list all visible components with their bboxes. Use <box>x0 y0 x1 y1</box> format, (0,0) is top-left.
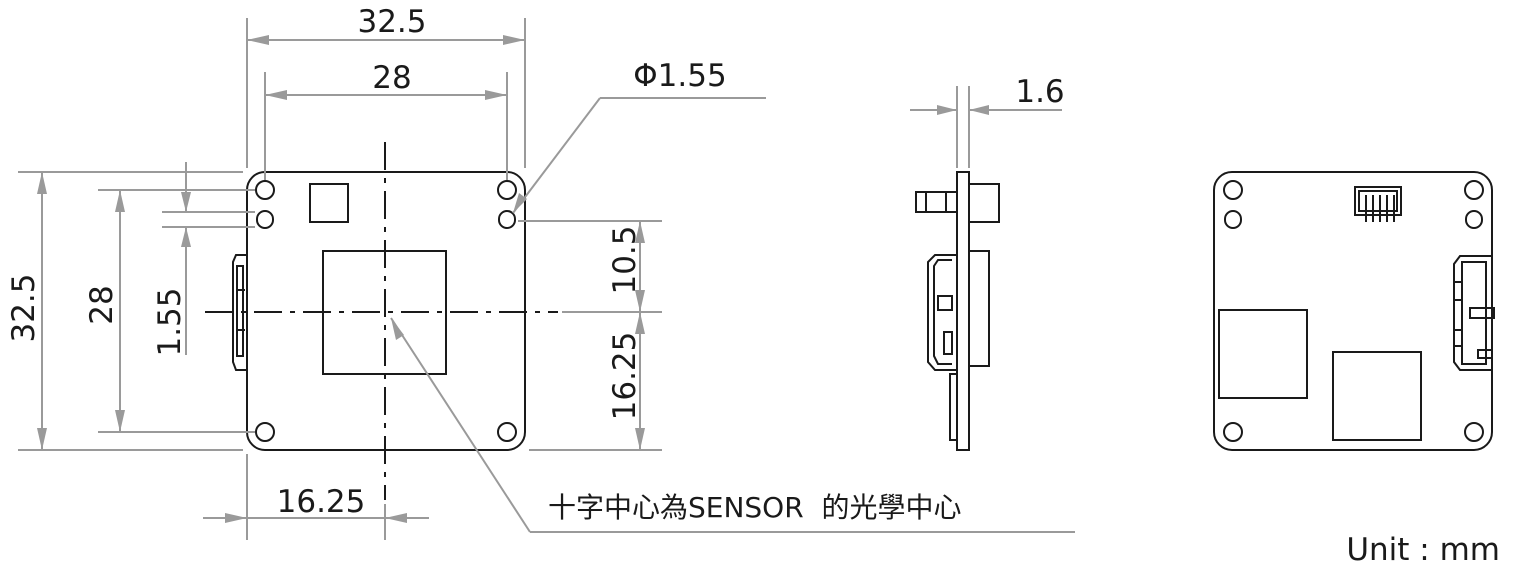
dim-center-upper: 10.5 <box>607 225 643 294</box>
side-sensor <box>968 250 990 367</box>
back-component-right <box>1332 351 1422 441</box>
dim-slot: 1.55 <box>152 287 188 356</box>
units-label: Unit : mm <box>1346 532 1500 568</box>
slot-right <box>498 210 516 229</box>
dim-thickness: 1.6 <box>1015 74 1064 110</box>
back-hole-bottom-right <box>1464 422 1484 442</box>
hole-top-left <box>255 180 275 200</box>
back-header-connector <box>1354 186 1402 222</box>
optical-center-note: 十字中心為SENSOR 的光學中心 <box>548 491 961 524</box>
side-view <box>915 171 1000 451</box>
back-slot-left <box>1224 210 1242 229</box>
back-view <box>1213 171 1495 451</box>
side-usb-connector <box>927 254 957 371</box>
back-component-left <box>1218 309 1308 399</box>
front-view <box>205 142 558 500</box>
slot-left <box>256 210 274 229</box>
dim-width-holes: 28 <box>372 60 411 96</box>
dim-center-lower: 16.25 <box>607 332 643 421</box>
side-header-connector <box>915 191 958 213</box>
dim-height-outer: 32.5 <box>6 273 42 342</box>
hole-top-right <box>497 180 517 200</box>
back-hole-top-right <box>1464 180 1484 200</box>
side-component-right <box>968 183 1000 223</box>
dim-height-holes: 28 <box>84 285 120 324</box>
back-slot-right <box>1465 210 1483 229</box>
side-bottom-stub <box>949 373 958 441</box>
dim-hole-diameter: Φ1.55 <box>633 58 726 94</box>
dim-center-horizontal: 16.25 <box>277 484 366 520</box>
side-dimensions <box>910 86 1062 168</box>
hole-bottom-left <box>255 422 275 442</box>
side-pcb <box>956 171 970 451</box>
dim-width-outer: 32.5 <box>357 4 426 40</box>
back-usb-connector <box>1453 255 1495 371</box>
back-hole-bottom-left <box>1223 422 1243 442</box>
front-dimensions <box>18 18 1075 540</box>
hole-bottom-right <box>497 422 517 442</box>
small-component <box>309 183 349 223</box>
back-hole-top-left <box>1223 180 1243 200</box>
